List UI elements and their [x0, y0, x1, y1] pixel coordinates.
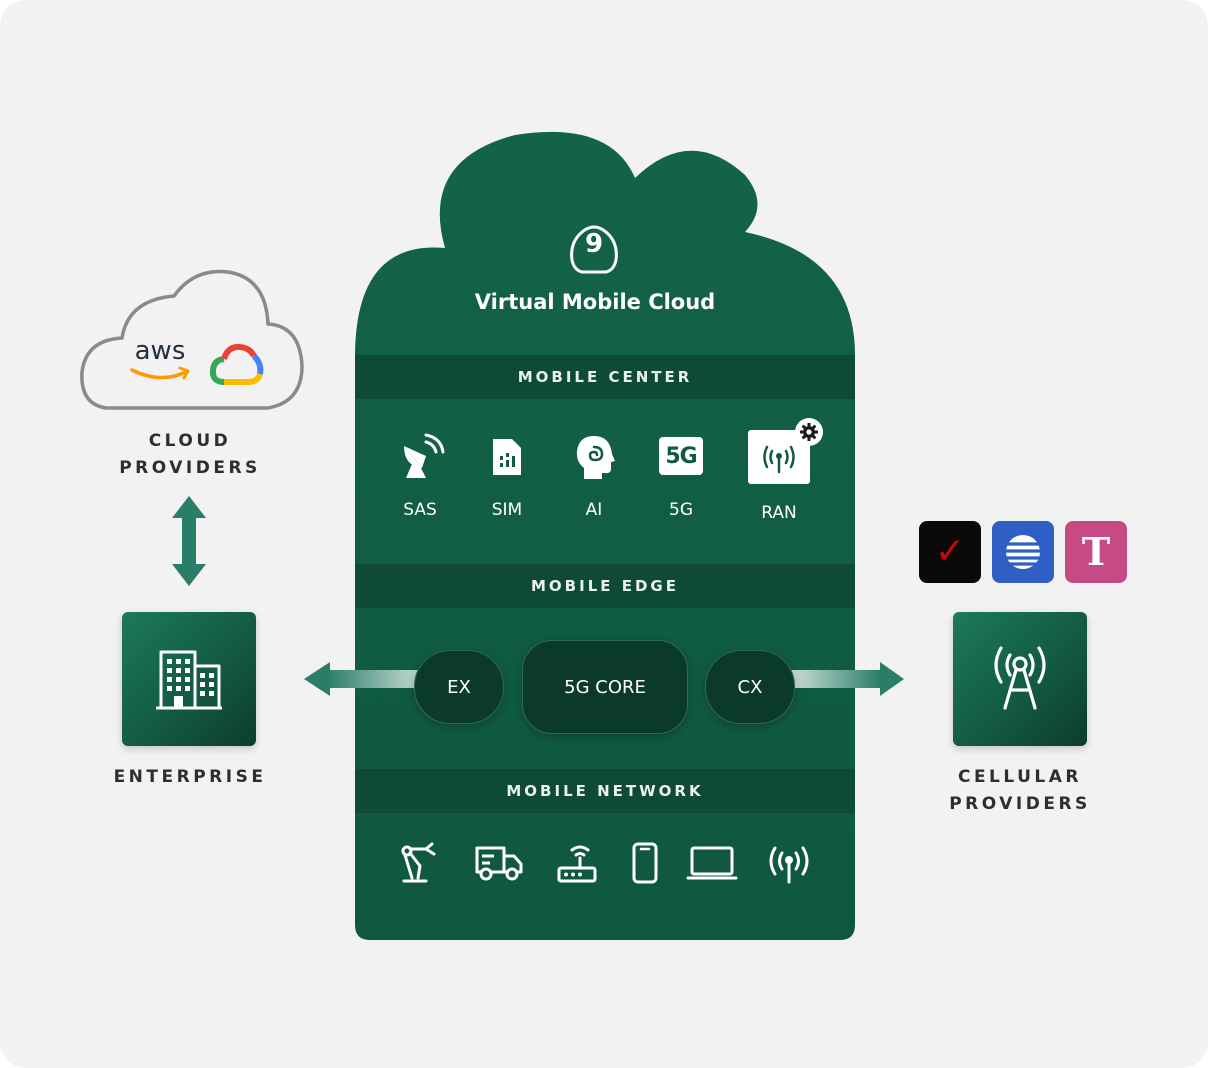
router-icon: [557, 845, 597, 883]
tmobile-logo: T: [1065, 521, 1127, 583]
enterprise-label: ENTERPRISE: [113, 767, 267, 787]
service-label-ai: AI: [585, 500, 603, 520]
section-mobile-network: MOBILE NETWORK: [355, 769, 855, 813]
google-cloud-logo: [210, 344, 264, 385]
virtual-mobile-cloud-logo: [570, 225, 618, 274]
section-mobile-edge: MOBILE EDGE: [355, 564, 855, 608]
vertical-double-arrow: [172, 496, 206, 586]
service-label-sim: SIM: [491, 500, 523, 520]
edge-ex-pill[interactable]: EX: [414, 650, 504, 724]
section-mobile-center: MOBILE CENTER: [355, 355, 855, 399]
phone-icon: [632, 842, 658, 884]
sim-card-icon: [493, 439, 521, 475]
cloud-providers-label-line1: CLOUD: [148, 431, 232, 451]
verizon-check: ✓: [934, 531, 966, 572]
laptop-icon: [686, 846, 738, 880]
cloud-providers-cloud: [80, 269, 304, 410]
antenna-icon: [763, 445, 795, 474]
att-globe-icon: [1006, 535, 1040, 569]
logo-glyph: 9: [584, 229, 604, 259]
cell-tower-icon: [994, 646, 1046, 710]
satellite-dish-icon: [404, 433, 445, 478]
building-icon: [156, 650, 222, 710]
edge-5g-core-pill[interactable]: 5G CORE: [522, 640, 688, 734]
center-title: Virtual Mobile Cloud: [474, 290, 716, 314]
5g-icon: 5G: [659, 437, 703, 475]
service-label-ran: RAN: [761, 503, 797, 523]
ai-head-icon: [576, 436, 615, 479]
robot-arm-icon: [401, 842, 436, 883]
antenna-icon: [769, 846, 809, 884]
service-label-sas: SAS: [403, 500, 437, 520]
cellular-providers-label-line1: CELLULAR: [957, 767, 1083, 787]
truck-icon: [475, 846, 523, 881]
cloud-providers-label-line2: PROVIDERS: [119, 458, 261, 478]
verizon-logo: ✓: [919, 521, 981, 583]
aws-logo: aws: [134, 336, 186, 366]
edge-arrows: [304, 662, 904, 696]
cellular-providers-label-line2: PROVIDERS: [949, 794, 1091, 814]
tmobile-t: T: [1081, 529, 1111, 574]
ran-settings-badge[interactable]: [795, 418, 823, 446]
att-logo: [992, 521, 1054, 583]
aws-smile-icon: [130, 366, 190, 380]
enterprise-tile[interactable]: [122, 612, 256, 746]
cellular-providers-tile[interactable]: [953, 612, 1087, 746]
edge-cx-pill[interactable]: CX: [705, 650, 795, 724]
gear-icon: [800, 423, 818, 441]
service-label-5g: 5G: [669, 500, 693, 520]
